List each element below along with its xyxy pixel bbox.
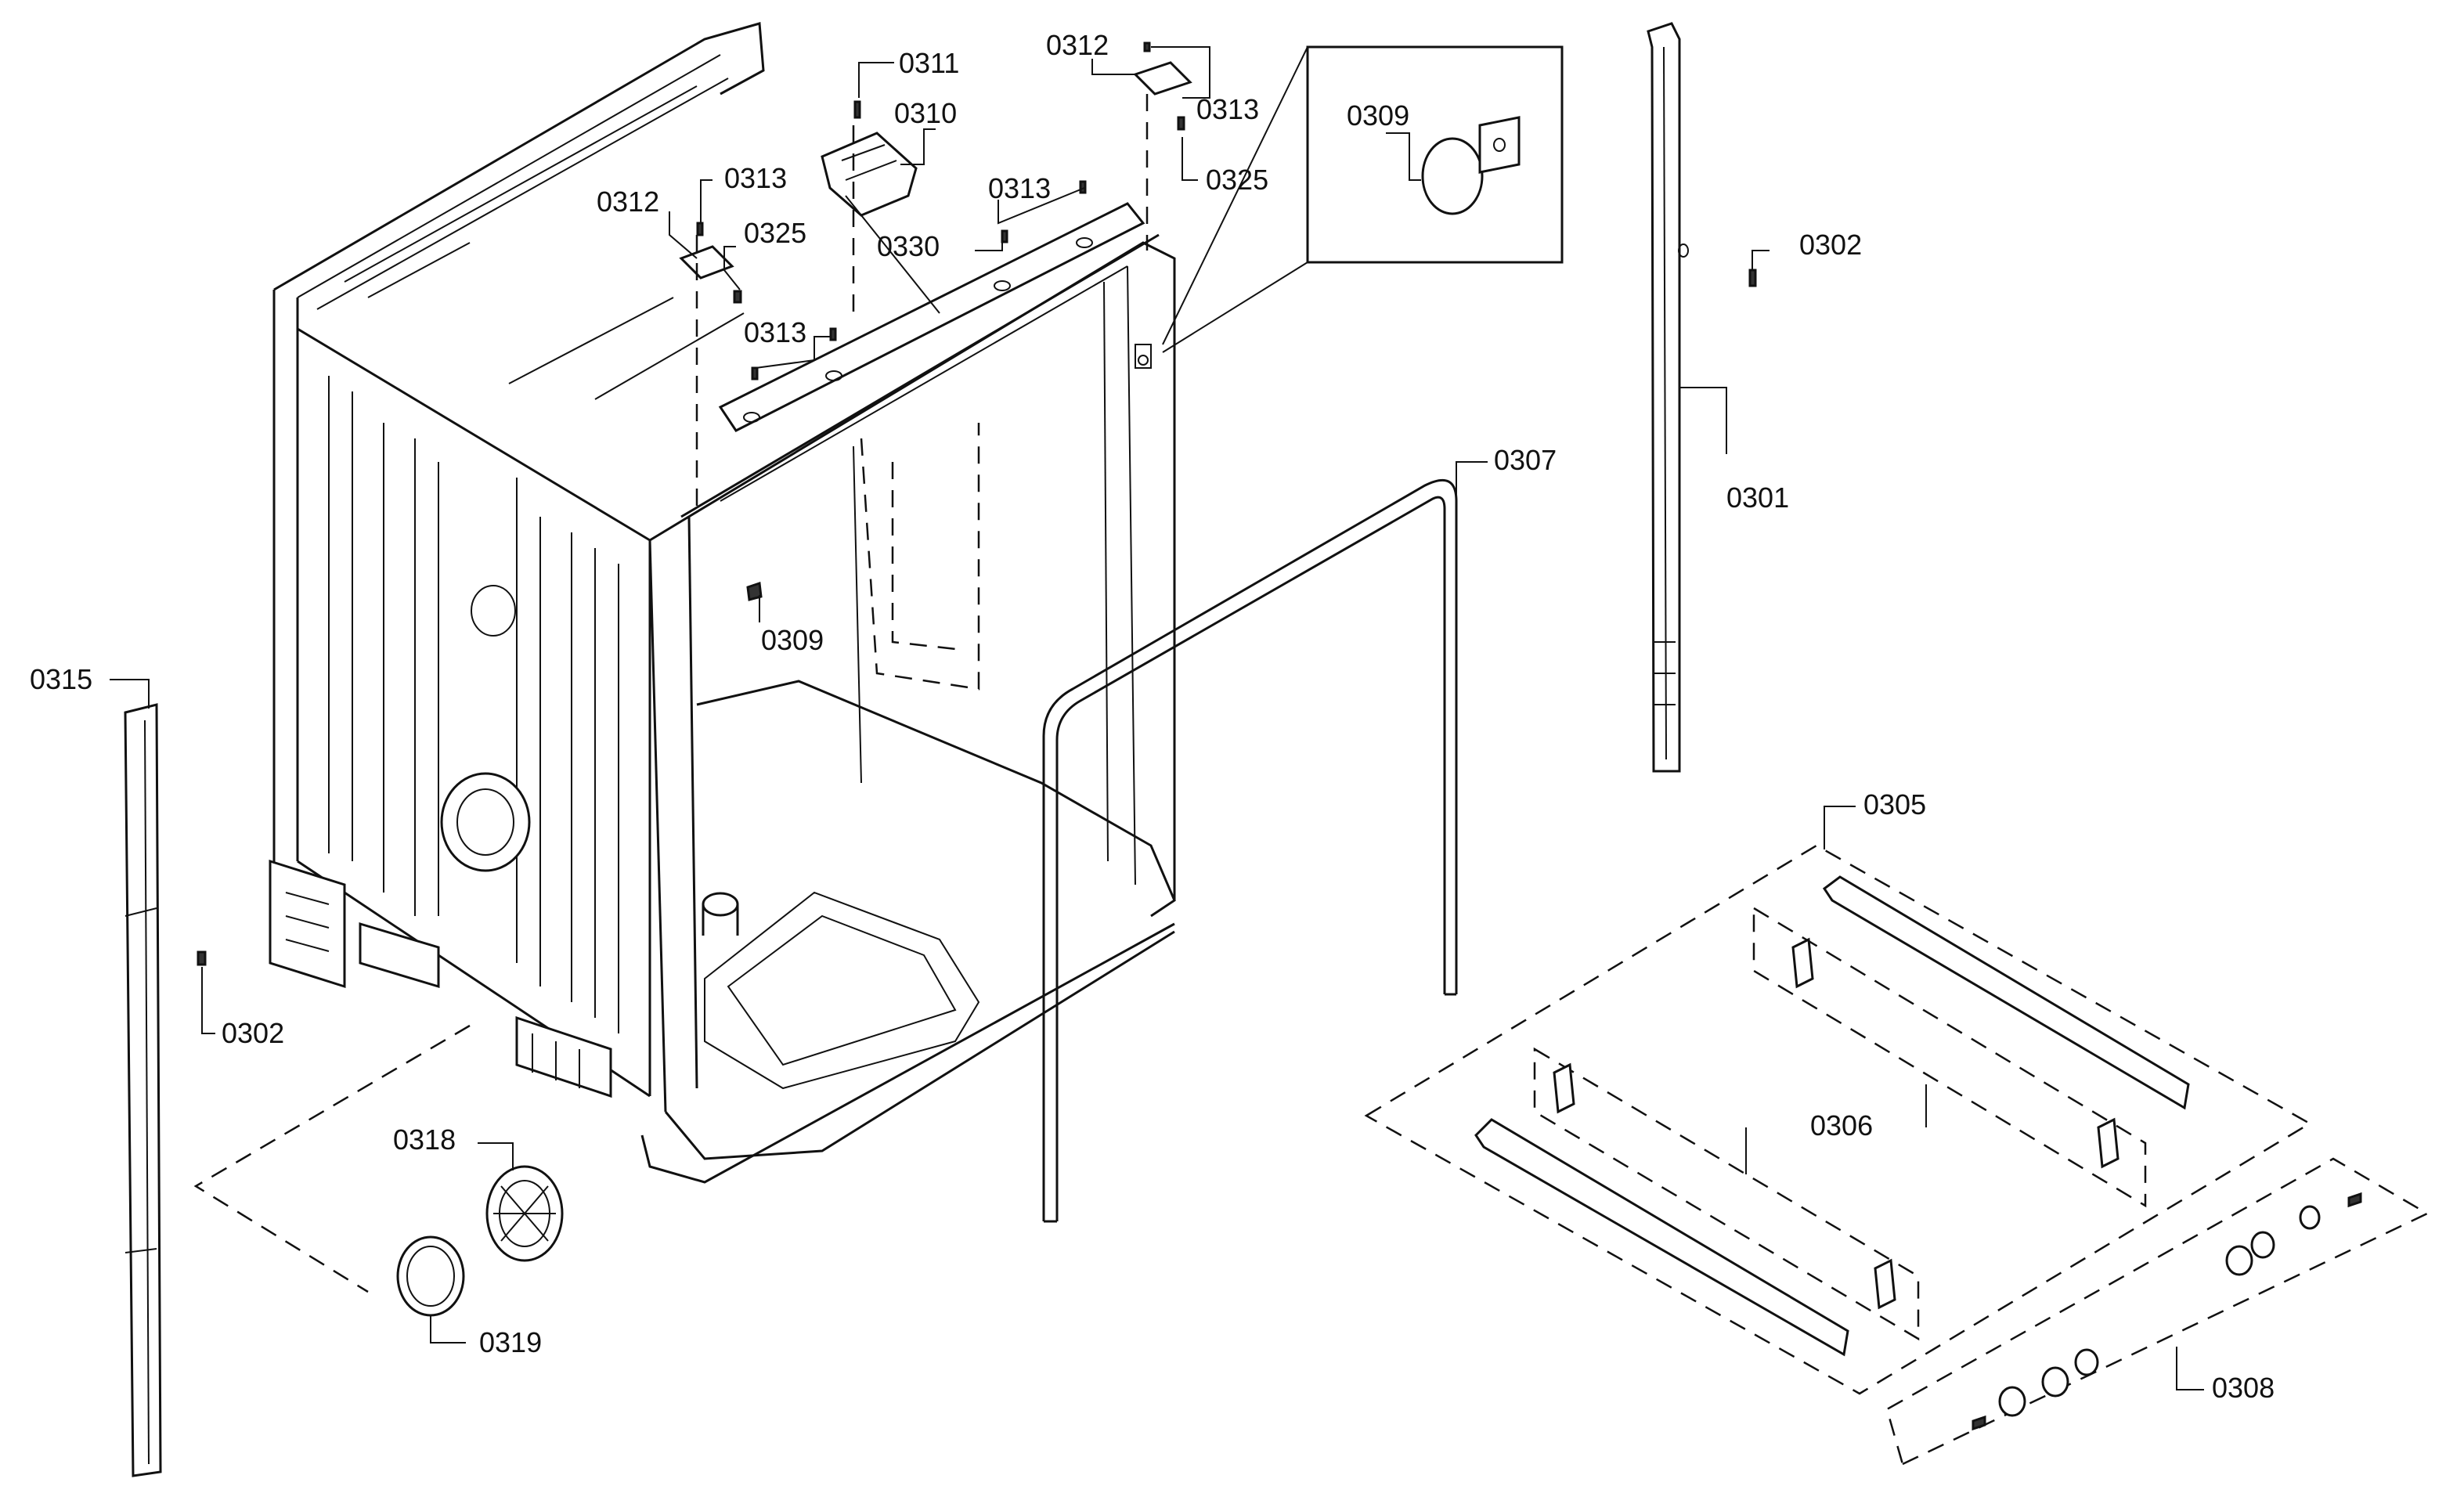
label-0302-right: 0302 (1799, 229, 1862, 261)
label-0311: 0311 (899, 47, 959, 79)
label-0313-b: 0313 (744, 316, 806, 348)
label-0301: 0301 (1726, 481, 1789, 514)
label-0319: 0319 (479, 1326, 542, 1358)
sump-parts (193, 1024, 564, 1317)
door-gasket-0307 (1042, 478, 1458, 1223)
label-0313-d: 0313 (1196, 93, 1259, 125)
label-0310: 0310 (894, 97, 957, 129)
leader-lines (110, 46, 2204, 1390)
label-0312-right: 0312 (1046, 29, 1109, 61)
inset-detail-0309 (1162, 45, 1564, 353)
label-0313-c: 0313 (988, 172, 1051, 204)
label-0312-left: 0312 (597, 186, 659, 218)
label-0308: 0308 (2212, 1372, 2275, 1404)
side-rail-0301 (1647, 22, 1757, 773)
label-0315: 0315 (30, 663, 92, 695)
part-labels: 0311 0310 0312 0313 0325 0313 0313 0330 … (30, 29, 2275, 1404)
label-0330: 0330 (877, 230, 940, 262)
label-0309-tub: 0309 (761, 624, 824, 656)
label-0306: 0306 (1810, 1109, 1873, 1142)
label-0313-a: 0313 (724, 162, 787, 194)
label-0307: 0307 (1494, 444, 1557, 476)
label-0318: 0318 (393, 1123, 456, 1156)
plinth-kit (1364, 844, 2430, 1466)
label-0309-inset: 0309 (1347, 99, 1409, 132)
side-rail-0315 (124, 703, 207, 1477)
top-mount-rail (679, 41, 1192, 517)
tub-assembly (269, 22, 1176, 1184)
label-0325-left: 0325 (744, 217, 806, 249)
label-0325-right: 0325 (1206, 164, 1268, 196)
label-0305: 0305 (1863, 788, 1926, 821)
label-0302-left: 0302 (222, 1017, 284, 1049)
